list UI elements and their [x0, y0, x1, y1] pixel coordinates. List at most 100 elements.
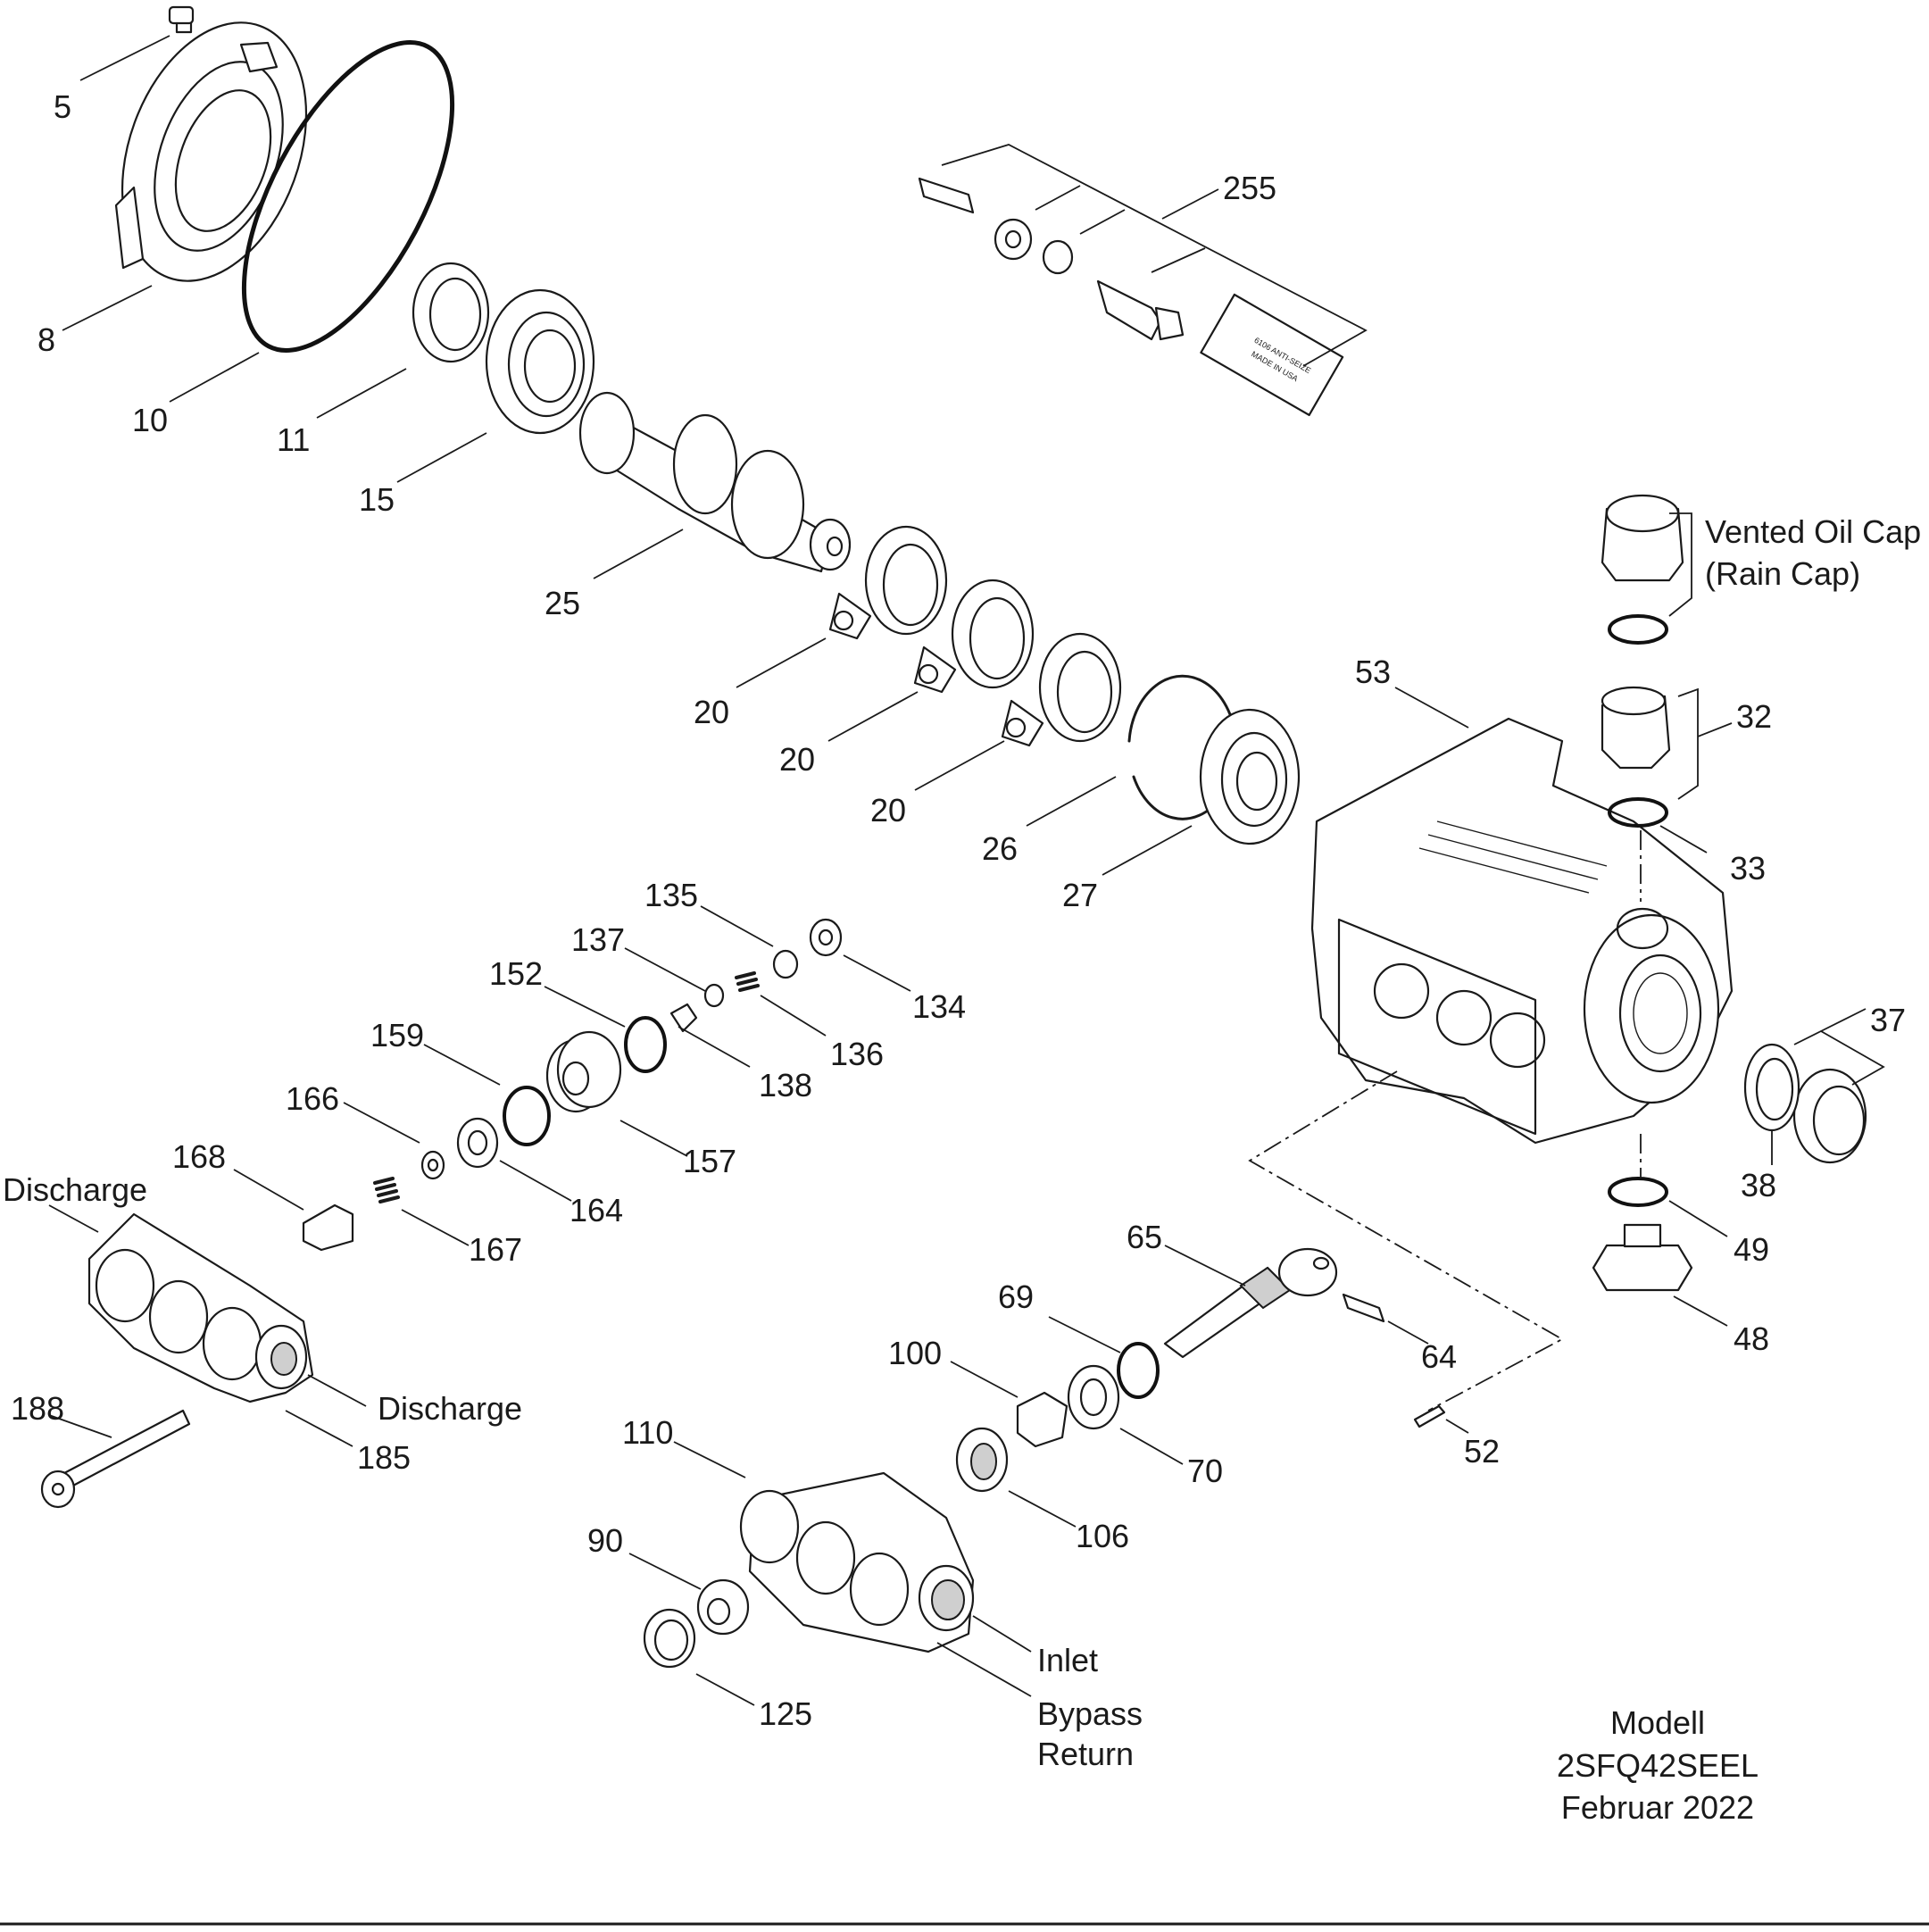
part-32-plug [1601, 686, 1671, 770]
assembly-dash-line [1248, 1070, 1564, 1412]
part-10-oring [241, 40, 455, 353]
label-15: 15 [359, 481, 395, 518]
part-106-seal [955, 1427, 1009, 1493]
label-152: 152 [489, 955, 543, 992]
part-27-bearing [1199, 708, 1301, 845]
label-8: 8 [37, 321, 55, 358]
label-20c: 20 [870, 792, 906, 829]
label-32: 32 [1736, 698, 1772, 735]
label-37: 37 [1870, 1002, 1906, 1038]
label-135: 135 [644, 877, 698, 913]
part-167-spring [373, 1177, 400, 1203]
part-135-seat [772, 949, 799, 979]
label-136: 136 [830, 1036, 884, 1072]
part-37-plug [1792, 1068, 1867, 1164]
part-152-oring [624, 1016, 667, 1073]
part-159-oring [503, 1086, 551, 1146]
label-5: 5 [54, 88, 71, 125]
label-49: 49 [1734, 1231, 1769, 1268]
part-20-connecting-rod-3 [1001, 632, 1122, 747]
label-26: 26 [982, 830, 1018, 867]
model-line-2: 2SFQ42SEEL [1557, 1747, 1759, 1784]
model-info: Modell 2SFQ42SEEL Februar 2022 [1557, 1704, 1759, 1826]
label-167: 167 [469, 1231, 522, 1268]
part-134-washer [809, 918, 843, 957]
label-10: 10 [132, 402, 168, 438]
part-138-cage [669, 1003, 698, 1033]
part-255-hardware-kit: 6106 ANTI-SEIZE MADE IN USA [918, 177, 1344, 417]
part-5-screw [168, 5, 195, 34]
label-134: 134 [912, 988, 966, 1025]
part-70-bearing [1067, 1364, 1120, 1430]
label-20a: 20 [694, 694, 729, 730]
part-33-oring [1608, 797, 1668, 828]
label-106: 106 [1076, 1518, 1129, 1554]
inlet-label: Inlet [1037, 1642, 1098, 1678]
bypass-label: Bypass [1037, 1695, 1143, 1732]
part-48-drain-plug [1592, 1223, 1693, 1292]
model-line-3: Februar 2022 [1561, 1789, 1754, 1826]
part-64-pin [1342, 1293, 1385, 1323]
discharge-left-label: Discharge [3, 1171, 147, 1208]
part-65-plunger-rod [1163, 1247, 1338, 1359]
part-15-bearing [485, 288, 595, 435]
part-90-bearing [696, 1578, 750, 1636]
part-52-pin [1413, 1404, 1446, 1428]
return-label: Return [1037, 1736, 1134, 1772]
part-137-washer [703, 983, 725, 1008]
label-138: 138 [759, 1067, 812, 1103]
model-line-1: Modell [1610, 1704, 1705, 1741]
part-8-bearing-cover [114, 21, 308, 282]
part-188-bolt [40, 1409, 191, 1509]
part-38-washer [1743, 1043, 1800, 1132]
label-69: 69 [998, 1278, 1034, 1315]
label-159: 159 [370, 1017, 424, 1053]
label-255: 255 [1223, 170, 1276, 206]
label-52: 52 [1464, 1433, 1500, 1470]
label-100: 100 [888, 1335, 942, 1371]
label-188: 188 [11, 1390, 64, 1427]
label-53: 53 [1355, 654, 1391, 690]
part-25-crankshaft [578, 391, 852, 573]
label-64: 64 [1421, 1338, 1457, 1375]
part-136-spring [735, 971, 760, 992]
label-11: 11 [277, 421, 310, 458]
label-25: 25 [545, 585, 580, 621]
part-labels: 5 8 10 11 15 25 255 20 20 20 26 27 53 32… [11, 88, 1906, 1732]
part-125-seal [643, 1608, 696, 1669]
annotations: Vented Oil Cap (Rain Cap) Discharge Disc… [3, 513, 1921, 1772]
part-49-oring [1608, 1177, 1668, 1207]
part-157-valve-adapter [545, 1030, 622, 1113]
vented-oil-cap-label: Vented Oil Cap [1705, 513, 1921, 550]
part-166-washer [420, 1150, 445, 1180]
part-vented-oil-cap [1601, 494, 1684, 645]
label-33: 33 [1730, 850, 1766, 887]
label-27: 27 [1062, 877, 1098, 913]
label-20b: 20 [779, 741, 815, 778]
part-110-inlet-manifold [739, 1471, 975, 1653]
label-166: 166 [286, 1080, 339, 1117]
label-65: 65 [1127, 1219, 1162, 1255]
label-168: 168 [172, 1138, 226, 1175]
part-185-discharge-manifold [87, 1212, 314, 1403]
part-20-connecting-rod-2 [913, 579, 1035, 694]
discharge-right-label: Discharge [378, 1390, 522, 1427]
part-168-valve-cage [302, 1203, 354, 1252]
part-164-seat [456, 1117, 499, 1169]
label-70: 70 [1187, 1453, 1223, 1489]
part-69-washer [1117, 1342, 1160, 1399]
label-157: 157 [683, 1143, 736, 1179]
label-38: 38 [1741, 1167, 1776, 1203]
part-53-crankcase [1310, 717, 1734, 1145]
part-11-seal [412, 262, 490, 363]
label-125: 125 [759, 1695, 812, 1732]
part-20-connecting-rod-1 [828, 525, 948, 640]
label-90: 90 [587, 1522, 623, 1559]
part-100-retainer [1016, 1391, 1068, 1448]
rain-cap-label: (Rain Cap) [1705, 555, 1860, 592]
label-48: 48 [1734, 1320, 1769, 1357]
label-185: 185 [357, 1439, 411, 1476]
leader-lines [48, 35, 1885, 1706]
